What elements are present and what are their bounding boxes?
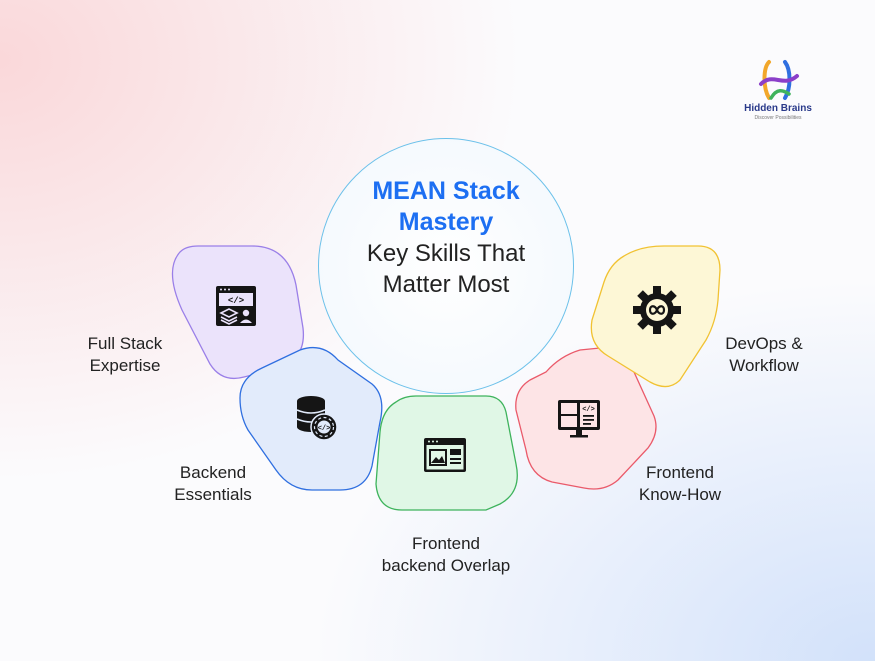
title-line-1: MEAN Stack	[372, 177, 520, 205]
label-overlap-line2: backend Overlap	[381, 556, 511, 575]
monitor-code-icon: </>	[558, 400, 600, 438]
code-window-stack-user-icon: </>	[216, 286, 256, 326]
database-gear-icon: </>	[296, 396, 338, 441]
label-overlap-line1: Frontend	[411, 534, 481, 553]
brand-tagline: Discover Possibilities	[754, 115, 802, 121]
subtitle-line-2: Matter Most	[382, 271, 510, 298]
svg-text:</>: </>	[318, 425, 331, 433]
brand-logo: Hidden Brains Discover Possibilities	[728, 58, 828, 121]
gear-infinity-icon	[633, 286, 681, 334]
label-full-stack-line1: Full Stack	[87, 334, 163, 353]
label-overlap: Frontend backend Overlap	[360, 533, 532, 577]
center-title: MEAN Stack Mastery Key Skills That Matte…	[318, 176, 574, 300]
subtitle-line-1: Key Skills That	[366, 240, 526, 267]
label-backend: Backend Essentials	[150, 462, 276, 506]
label-full-stack: Full Stack Expertise	[70, 333, 180, 377]
title-line-2: Mastery	[398, 208, 494, 236]
label-devops: DevOps & Workflow	[708, 333, 820, 377]
label-frontend: Frontend Know-How	[620, 462, 740, 506]
label-devops-line1: DevOps &	[725, 334, 803, 353]
browser-image-icon	[424, 438, 466, 472]
center-title-circle	[318, 138, 574, 394]
label-backend-line2: Essentials	[174, 485, 252, 504]
brand-name: Hidden Brains	[744, 103, 812, 114]
hidden-brains-logo-icon	[759, 60, 799, 100]
svg-text:</>: </>	[582, 406, 595, 414]
label-full-stack-line2: Expertise	[89, 356, 161, 375]
label-frontend-line2: Know-How	[638, 485, 722, 504]
svg-text:</>: </>	[228, 296, 244, 306]
label-frontend-line1: Frontend	[645, 463, 715, 482]
label-devops-line2: Workflow	[729, 356, 799, 375]
label-backend-line1: Backend	[179, 463, 247, 482]
